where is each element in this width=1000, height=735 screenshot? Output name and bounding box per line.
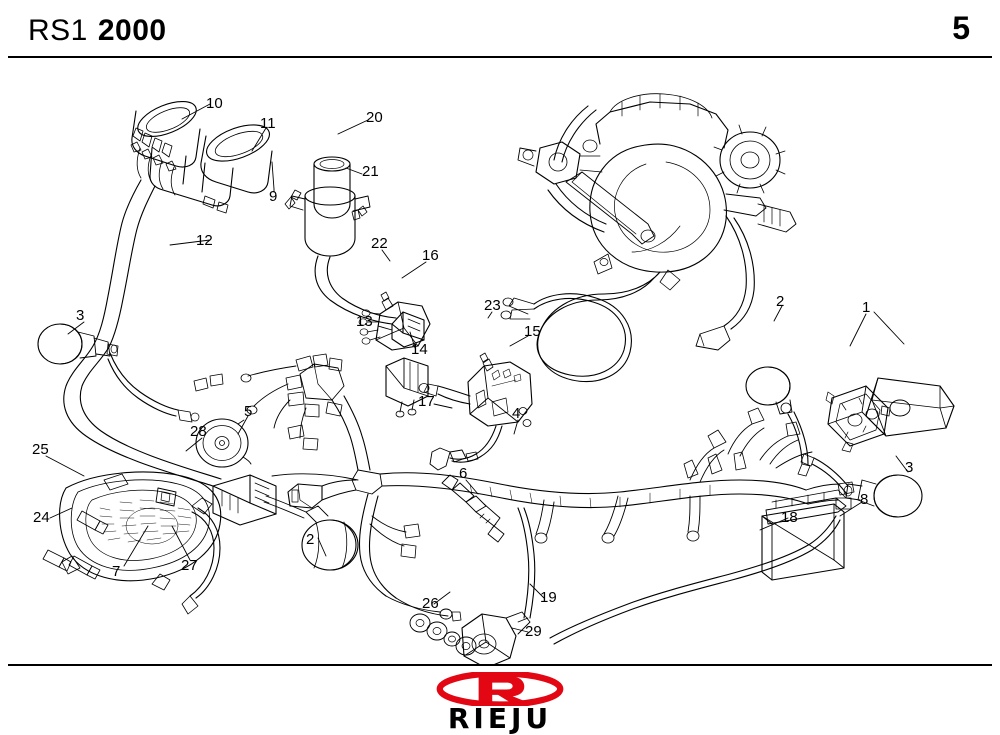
callout-3-right: 3 — [905, 459, 914, 476]
callout-10: 10 — [206, 95, 223, 112]
callout-24: 24 — [33, 509, 50, 526]
callout-3-left: 3 — [76, 307, 85, 324]
callout-22: 22 — [371, 235, 388, 252]
model-name: RS1 — [28, 14, 88, 47]
callout-28: 27 — [181, 557, 198, 574]
part-instrument-cluster — [63, 101, 277, 526]
callout-7: 7 — [112, 563, 121, 580]
callout-13: 13 — [356, 313, 373, 330]
page-number: 5 — [952, 10, 970, 46]
page-header: RS1 2000 5 — [0, 0, 1000, 56]
callout-15: 15 — [524, 323, 541, 340]
header-divider — [8, 56, 992, 58]
callout-29: 28 — [190, 423, 207, 440]
callout-18: 18 — [781, 509, 798, 526]
part-regulator-unit — [358, 291, 431, 351]
rieju-r-icon — [436, 672, 564, 706]
part-spark-plug — [441, 474, 505, 543]
callout-23: 23 — [484, 297, 501, 314]
callout-5: 5 — [244, 403, 253, 420]
part-flasher-relay — [385, 357, 429, 418]
callout-1: 1 — [862, 299, 871, 316]
brand-name: RIEJU — [447, 702, 553, 735]
part-front-indicator-left — [37, 323, 200, 423]
callout-17: 17 — [418, 393, 435, 410]
part-battery — [549, 489, 847, 645]
callout-20: 20 — [366, 109, 383, 126]
footer-divider — [8, 664, 992, 666]
callout-25: 25 — [32, 441, 49, 458]
callout-27: 29 — [525, 623, 542, 640]
part-main-wiring-harness — [193, 353, 855, 622]
exploded-diagram: 10 11 9 12 20 21 22 16 13 14 23 15 17 4 … — [0, 56, 1000, 664]
part-cdi-ignition-coil — [418, 352, 533, 471]
part-tail-light-assembly — [825, 377, 955, 453]
model-year: 2000 — [97, 14, 167, 47]
callout-16: 16 — [422, 247, 439, 264]
callout-19: 19 — [540, 589, 557, 606]
part-rear-indicator-lower-right — [800, 453, 923, 518]
part-ignition-switch — [284, 156, 425, 348]
callout-2-right: 2 — [776, 293, 785, 310]
part-horn — [195, 418, 252, 468]
callout-14: 14 — [411, 341, 428, 358]
part-headlight — [42, 471, 222, 615]
part-front-indicator-center — [263, 495, 359, 571]
callout-11: 11 — [260, 115, 276, 132]
page-title: RS1 2000 — [28, 14, 167, 48]
callout-2-bottom: 2 — [306, 531, 315, 548]
callout-26: 26 — [422, 595, 439, 612]
part-ignition-pickup — [409, 507, 536, 664]
callout-6: 6 — [459, 465, 468, 482]
part-rear-indicator-right — [745, 366, 811, 477]
callout-leader-lines — [45, 103, 909, 633]
callout-9: 9 — [269, 188, 278, 205]
brand-logo: RIEJU — [400, 672, 600, 733]
callout-8: 8 — [860, 491, 869, 508]
callout-12: 12 — [196, 232, 213, 249]
part-engine-assembly — [500, 93, 797, 382]
diagram-artwork — [37, 93, 955, 664]
page-footer: RIEJU — [0, 668, 1000, 734]
callout-21: 21 — [362, 163, 379, 180]
callout-4: 4 — [512, 405, 521, 422]
